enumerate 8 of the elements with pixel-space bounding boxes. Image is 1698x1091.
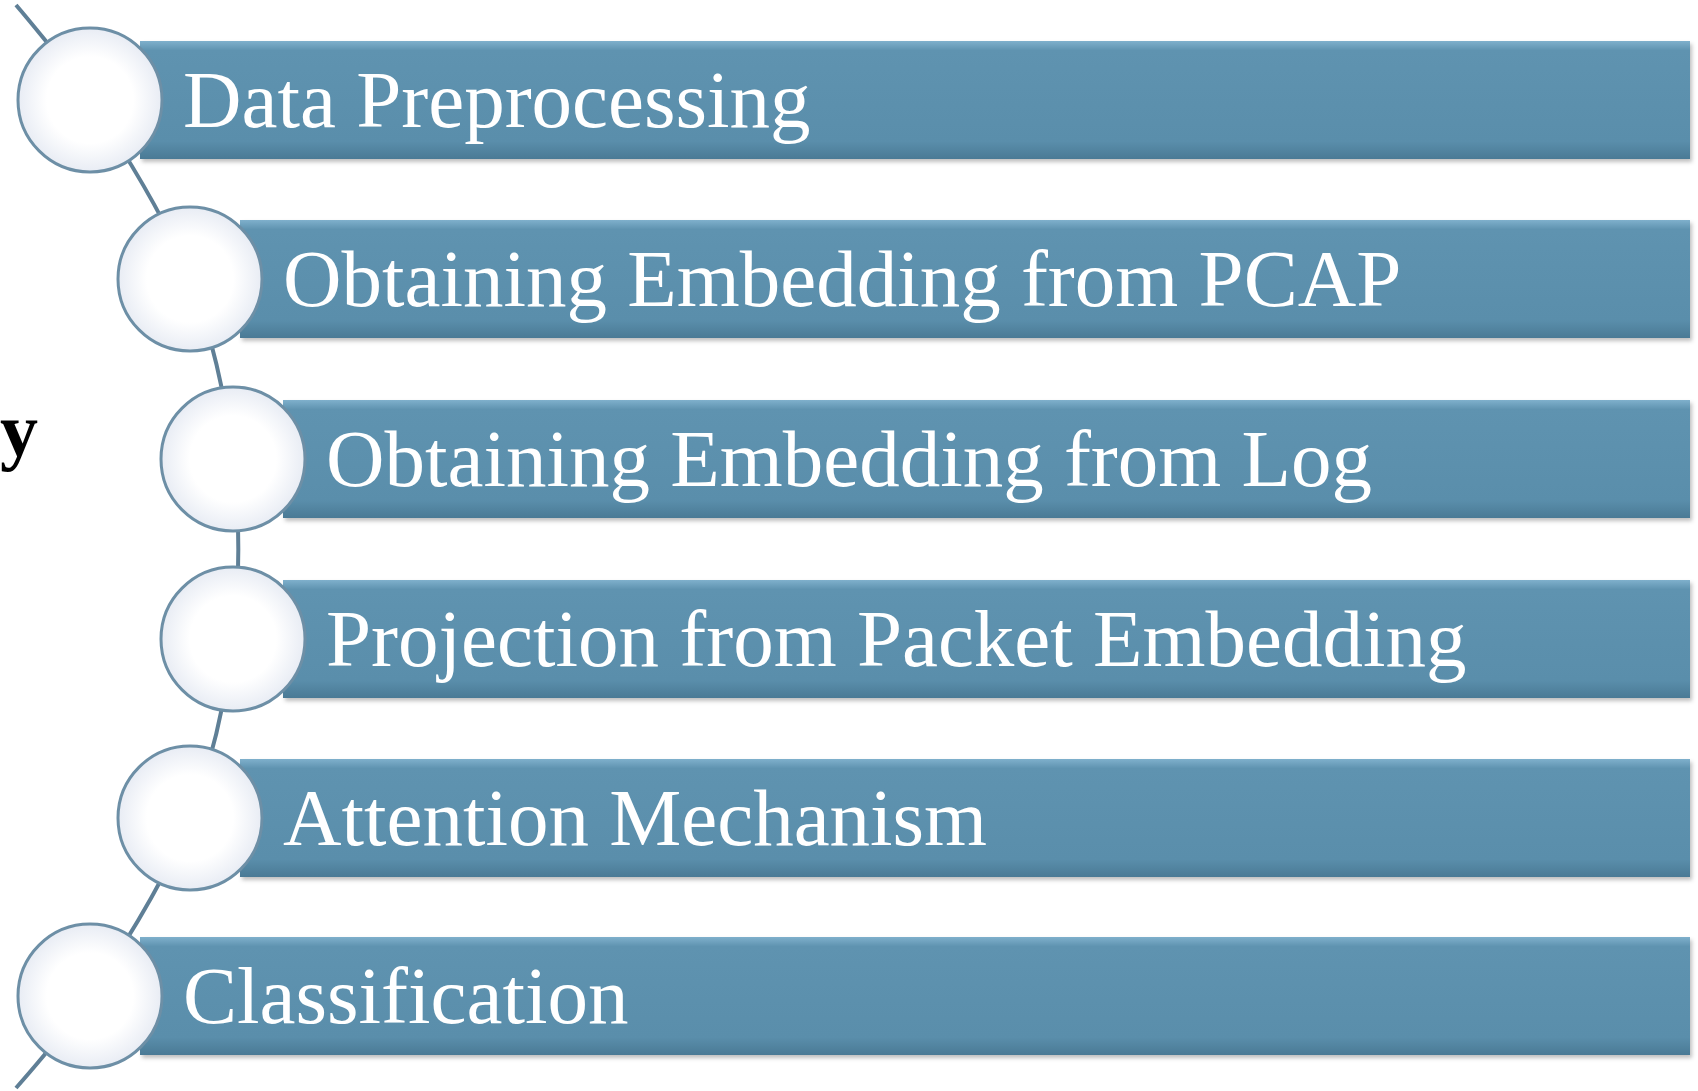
step-bar xyxy=(140,937,1690,1055)
step-label: Classification xyxy=(183,955,629,1037)
step-bar xyxy=(240,759,1690,877)
step-bar xyxy=(283,400,1690,518)
step-bar xyxy=(283,580,1690,698)
step-bar xyxy=(240,220,1690,338)
step-bar xyxy=(140,41,1690,159)
step-label: Attention Mechanism xyxy=(283,777,988,859)
